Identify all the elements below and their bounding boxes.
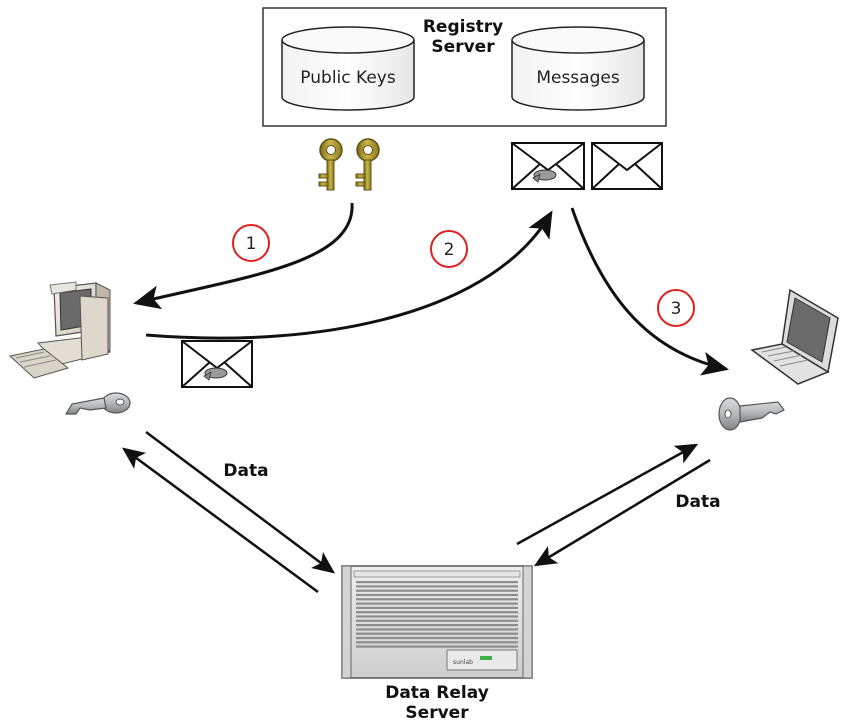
- server-vent-grille: [356, 581, 518, 648]
- public-key-icon: [318, 138, 343, 191]
- laptop-icon: [750, 288, 839, 385]
- vent-slat: [356, 585, 518, 588]
- private-key-icon: [718, 397, 785, 431]
- data-arrow-relay-to-desktop: [121, 447, 319, 594]
- step-2-number: 2: [444, 240, 455, 260]
- messages-label: Messages: [536, 68, 620, 88]
- vent-slat: [356, 589, 518, 592]
- desktop-computer-icon: [8, 281, 111, 379]
- vent-slat: [356, 628, 518, 631]
- relay-server-title-line1: Data Relay: [385, 683, 489, 703]
- vent-slat: [356, 602, 518, 605]
- public-keys-label: Public Keys: [300, 68, 396, 88]
- step-1-arrow: [133, 202, 354, 310]
- vent-slat: [356, 606, 518, 609]
- vent-slat: [356, 645, 518, 648]
- data-relay-server-icon: sunlab: [341, 565, 533, 679]
- server-brand-label: sunlab: [453, 659, 473, 666]
- step-2-arrow: [145, 210, 553, 340]
- data-label-left: Data: [223, 461, 268, 481]
- data-arrow-laptop-to-relay: [533, 458, 711, 567]
- step-3-marker: 3: [657, 289, 695, 327]
- step-1-number: 1: [246, 234, 257, 254]
- vent-slat: [356, 615, 518, 618]
- registry-server: Registry Server Public Keys Messages: [262, 7, 667, 127]
- envelope-icon: [591, 142, 663, 190]
- step-2-marker: 2: [430, 230, 468, 268]
- step-3-number: 3: [671, 299, 682, 319]
- vent-slat: [356, 611, 518, 614]
- vent-slat: [356, 593, 518, 597]
- data-arrow-desktop-to-relay: [145, 430, 336, 574]
- private-key-icon: [64, 392, 131, 415]
- public-keys-database: Public Keys: [281, 26, 415, 111]
- step-1-marker: 1: [232, 224, 270, 262]
- vent-slat: [356, 581, 518, 584]
- registry-server-title-line1: Registry: [423, 17, 503, 37]
- registry-server-title-line2: Server: [431, 37, 495, 57]
- vent-slat: [356, 641, 518, 644]
- encrypted-message-envelope-icon: [511, 142, 585, 190]
- encrypted-message-envelope-icon: [181, 340, 253, 388]
- relay-server-title-line2: Server: [405, 703, 469, 723]
- step-3-arrow: [570, 207, 729, 376]
- vent-slat: [356, 636, 518, 640]
- vent-slat: [356, 598, 518, 601]
- data-label-right: Data: [675, 492, 720, 512]
- vent-slat: [356, 619, 518, 622]
- vent-slat: [356, 624, 518, 627]
- messages-database: Messages: [511, 26, 645, 111]
- vent-slat: [356, 632, 518, 635]
- data-arrow-relay-to-laptop: [516, 443, 699, 546]
- public-key-icon: [355, 138, 380, 191]
